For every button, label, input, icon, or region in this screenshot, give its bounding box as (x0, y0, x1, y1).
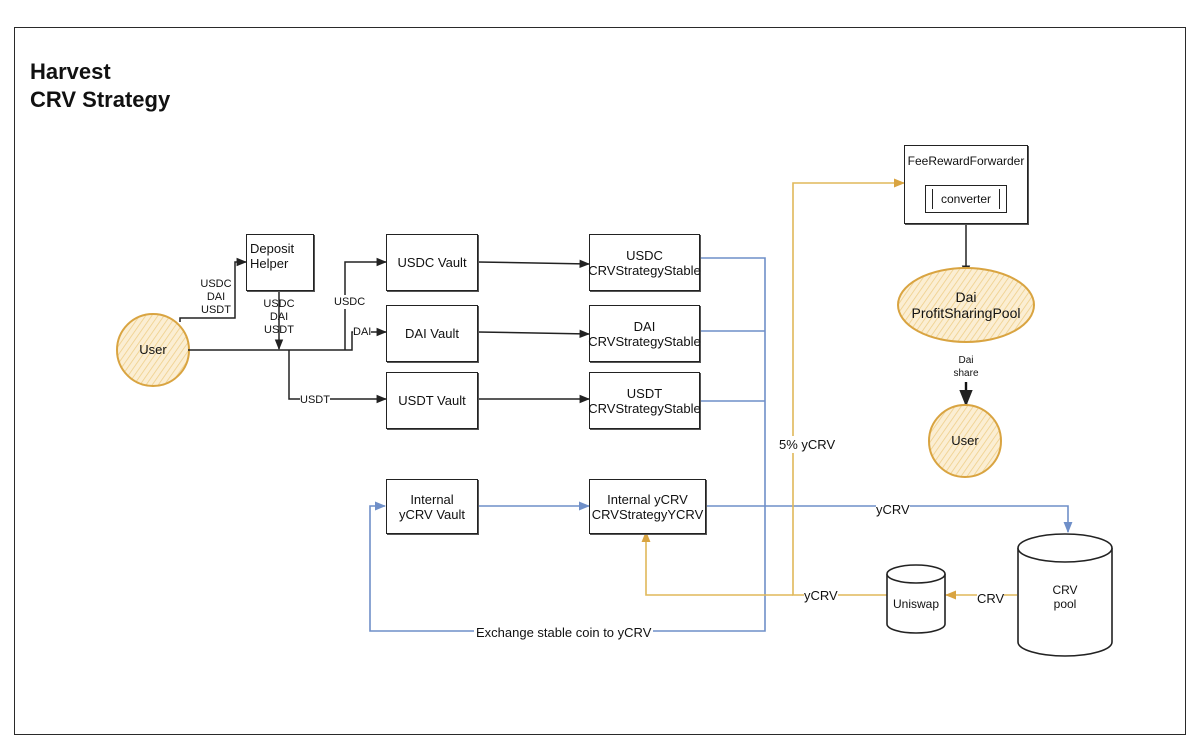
user-right-node (928, 404, 1002, 478)
crv-edge-label: CRV (977, 590, 1005, 607)
converter-label: converter (940, 191, 992, 206)
internal-strategy-line-1: Internal yCRV (607, 491, 688, 507)
helper-out-line-1: USDC (263, 298, 295, 310)
helper-out-line-3: USDT (264, 324, 294, 336)
converter-node: converter (925, 185, 1007, 213)
crv-pool-top (1017, 533, 1113, 563)
dai-strategy-line-2: CRVStrategyStable (588, 333, 701, 349)
helper-out-line-2: DAI (269, 311, 289, 323)
dai-share-label: Dai share (950, 354, 982, 380)
fee-reward-forwarder-node: FeeRewardForwarder (904, 145, 1028, 224)
usdc-edge-label: USDC (334, 295, 366, 309)
dai-share-line-2: share (953, 368, 979, 379)
user-to-helper-line-1: USDC (200, 278, 232, 290)
title-line-2: CRV Strategy (30, 87, 171, 112)
uniswap-cylinder (886, 564, 946, 634)
usdc-vault-node: USDC Vault (386, 234, 478, 291)
converter-left-bar (932, 189, 933, 209)
deposit-helper-line-1: Deposit (250, 241, 295, 256)
black-flow-lines (179, 224, 971, 404)
profit-pool-label-line-1: Dai (955, 289, 977, 305)
edge-strategy-to-crv-pool (706, 505, 1073, 534)
usdt-edge-label: USDT (300, 393, 330, 407)
dai-edge-label: DAI (353, 325, 372, 339)
usdt-vault-node: USDT Vault (386, 372, 478, 429)
uniswap-top (886, 564, 946, 584)
user-to-helper-line-3: USDT (201, 304, 231, 316)
dai-vault-node: DAI Vault (386, 305, 478, 362)
crv-pool-body (1017, 548, 1113, 657)
usdt-strategy-line-2: CRVStrategyStable (588, 400, 701, 416)
edge-to-usdc-vault (344, 257, 388, 350)
crv-pool-cylinder (1017, 533, 1113, 657)
five-pct-ycrv-label: 5% yCRV (779, 436, 836, 453)
converter-right-bar (999, 189, 1000, 209)
usdc-strategy-line-2: CRVStrategyStable (588, 262, 701, 278)
exchange-edge-label: Exchange stable coin to yCRV (474, 624, 654, 641)
title-line-1: Harvest (30, 59, 111, 84)
edge-user-to-helper (179, 257, 248, 322)
edge-5pct-to-forwarder (792, 178, 906, 596)
crv-pool-label-line-2: pool (1053, 597, 1077, 611)
fee-forwarder-label: FeeRewardForwarder (907, 154, 1025, 168)
uniswap-label: Uniswap (892, 597, 940, 611)
deposit-helper-line-2: Helper (250, 256, 289, 271)
crv-pool-label-line-1: CRV (1052, 583, 1078, 597)
dai-share-line-1: Dai (958, 355, 974, 366)
internal-vault-line-2: yCRV Vault (399, 506, 465, 522)
ycrv-to-pool-label: yCRV (876, 501, 910, 518)
usdt-vault-label: USDT Vault (398, 393, 466, 408)
usdc-vault-label: USDC Vault (397, 255, 467, 270)
diagram-frame (14, 27, 1186, 735)
user-left-label: User (139, 342, 167, 357)
edge-usdc-vault-to-strategy (477, 259, 591, 269)
ycrv-from-uniswap-label: yCRV (804, 587, 838, 604)
usdt-strategy-line-1: USDT (626, 385, 663, 401)
dai-vault-label: DAI Vault (405, 326, 459, 341)
user-to-helper-line-2: DAI (206, 291, 226, 303)
profit-sharing-pool-node (897, 267, 1035, 343)
internal-strategy-line-2: CRVStrategyYCRV (591, 506, 704, 522)
profit-pool-label-line-2: ProfitSharingPool (911, 305, 1021, 321)
usdc-strategy-line-1: USDC (626, 247, 663, 263)
edge-dai-vault-to-strategy (477, 329, 591, 339)
edge-ycrv-to-internal-strategy (641, 530, 793, 596)
uniswap-body (886, 574, 946, 634)
diagram-title: Harvest CRV Strategy (30, 58, 170, 114)
internal-vault-line-1: Internal (410, 491, 454, 507)
user-right-label: User (951, 433, 979, 448)
dai-strategy-line-1: DAI (633, 318, 656, 334)
edge-to-usdt-vault (288, 350, 388, 404)
